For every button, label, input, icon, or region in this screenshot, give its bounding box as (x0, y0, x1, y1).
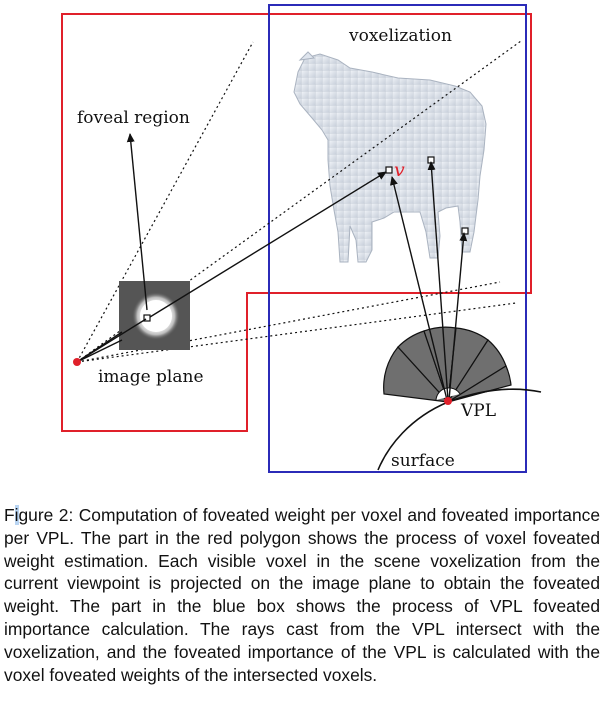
text-cursor-selection: i (14, 505, 19, 525)
figure-diagram: voxelization foveal region v image plane… (61, 4, 542, 473)
vpl-point (444, 397, 452, 405)
label-voxelization: voxelization (348, 26, 452, 46)
figure-caption: Figure 2: Computation of foveated weight… (4, 504, 600, 686)
red-polygon-outline (61, 13, 532, 432)
vpl-hemisphere (383, 326, 512, 403)
voxel-cow (293, 51, 487, 263)
vpl-rays (390, 161, 468, 401)
label-image-plane: image plane (98, 367, 204, 387)
label-foveal-region: foveal region (77, 108, 190, 128)
foveal-region-arrow (126, 133, 148, 311)
label-vpl: VPL (460, 401, 496, 421)
label-surface: surface (391, 451, 455, 471)
voxel-marker-3 (461, 227, 469, 235)
projection-arrow (149, 171, 387, 318)
voxel-marker-v (385, 166, 393, 174)
image-plane-sample-marker (143, 314, 151, 322)
label-voxel-v: v (394, 159, 405, 181)
eye-point (73, 358, 81, 366)
caption-prefix: F (4, 505, 15, 525)
caption-text: gure 2: Computation of foveated weight p… (4, 505, 600, 685)
blue-box-outline (268, 4, 527, 473)
eye-rays (76, 318, 147, 363)
